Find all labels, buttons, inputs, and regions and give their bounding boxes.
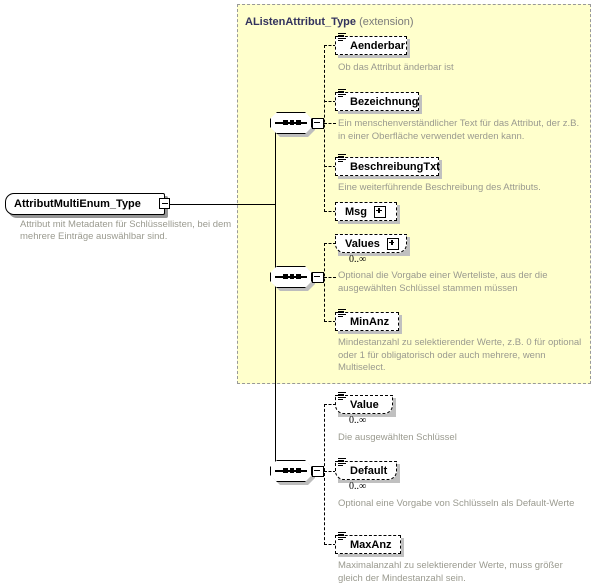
node-cardinality: 0..∞ <box>349 481 367 492</box>
sequence-compositor-2[interactable] <box>270 266 324 291</box>
node-label: Values <box>345 237 380 250</box>
group1-spine <box>324 45 325 212</box>
sequence-compositor-3[interactable] <box>270 460 324 485</box>
group1-stem <box>324 122 336 124</box>
node-label: Default <box>350 464 388 477</box>
node-beschreibungtxt[interactable]: BeschreibungTxt <box>335 154 440 176</box>
group1-node2-stem <box>324 101 336 102</box>
node-bezeichnung[interactable]: Bezeichnung <box>335 89 419 111</box>
node-cardinality: 0..∞ <box>349 415 367 426</box>
node-label: Aenderbar <box>350 39 406 52</box>
root-type-box[interactable]: AttributMultiEnum_Type <box>5 193 165 215</box>
node-msg[interactable]: Msg <box>335 202 397 221</box>
group1-node4-stem <box>324 211 336 212</box>
group2-stem <box>324 276 336 278</box>
node-documentation: Optional eine Vorgabe von Schlüsseln als… <box>338 498 575 509</box>
node-documentation: Ein menschenverständlicher Text für das … <box>338 118 580 142</box>
node-minanz[interactable]: MinAnz <box>335 309 399 331</box>
node-documentation: Ob das Attribut änderbar ist <box>338 62 454 73</box>
collapse-box-icon[interactable] <box>312 465 324 477</box>
node-maxanz[interactable]: MaxAnz <box>335 532 401 554</box>
element-icon <box>338 392 347 401</box>
group2-node1-stem <box>324 243 336 244</box>
root-connector-line <box>170 203 276 205</box>
node-label: Msg <box>345 205 367 218</box>
node-documentation: Maximalanzahl zu selektierender Werte, m… <box>338 560 563 584</box>
extension-kind-label: (extension) <box>359 16 414 28</box>
group3-node3-stem <box>324 544 336 545</box>
extension-panel <box>237 4 591 384</box>
node-default[interactable]: Default <box>335 458 397 480</box>
node-label: MaxAnz <box>350 538 392 551</box>
plus-expand-icon[interactable] <box>374 205 386 218</box>
group1-node3-stem <box>324 166 336 167</box>
node-documentation: Eine weiterführende Beschreibung des Att… <box>338 182 541 193</box>
collapse-box-icon[interactable] <box>312 117 324 129</box>
root-type-documentation: Attribut mit Metadaten für Schlüssellist… <box>20 219 232 242</box>
node-label: MinAnz <box>350 315 390 328</box>
group3-node2-stem <box>324 470 336 472</box>
group2-spine <box>324 243 325 322</box>
main-trunk-line <box>275 122 277 470</box>
node-label: BeschreibungTxt <box>350 160 440 173</box>
element-icon <box>338 458 347 467</box>
group3-spine <box>324 404 325 545</box>
node-value[interactable]: Value <box>335 392 393 414</box>
element-icon <box>338 532 347 541</box>
node-label: Bezeichnung <box>350 95 419 108</box>
collapse-box-icon[interactable] <box>312 271 324 283</box>
extension-base-type-label: AListenAttribut_Type <box>245 16 357 28</box>
node-aenderbar[interactable]: Aenderbar <box>335 33 407 55</box>
plus-expand-icon[interactable] <box>386 237 399 250</box>
extension-panel-title: AListenAttribut_Type (extension) <box>245 16 414 28</box>
node-documentation: Mindestanzahl zu selektierender Werte, z… <box>338 337 582 373</box>
sequence-compositor-1[interactable] <box>270 112 324 137</box>
minus-toggle-icon[interactable] <box>159 198 170 209</box>
node-values[interactable]: Values <box>335 234 407 253</box>
node-label: Value <box>350 398 379 411</box>
group2-node2-stem <box>324 321 336 322</box>
root-type-label: AttributMultiEnum_Type <box>14 198 141 210</box>
group1-node1-stem <box>324 45 336 46</box>
group3-node1-stem <box>324 404 336 405</box>
node-documentation: Optional die Vorgabe einer Werteliste, a… <box>338 270 548 294</box>
node-cardinality: 0..∞ <box>349 254 367 265</box>
node-documentation: Die ausgewählten Schlüssel <box>338 432 457 443</box>
